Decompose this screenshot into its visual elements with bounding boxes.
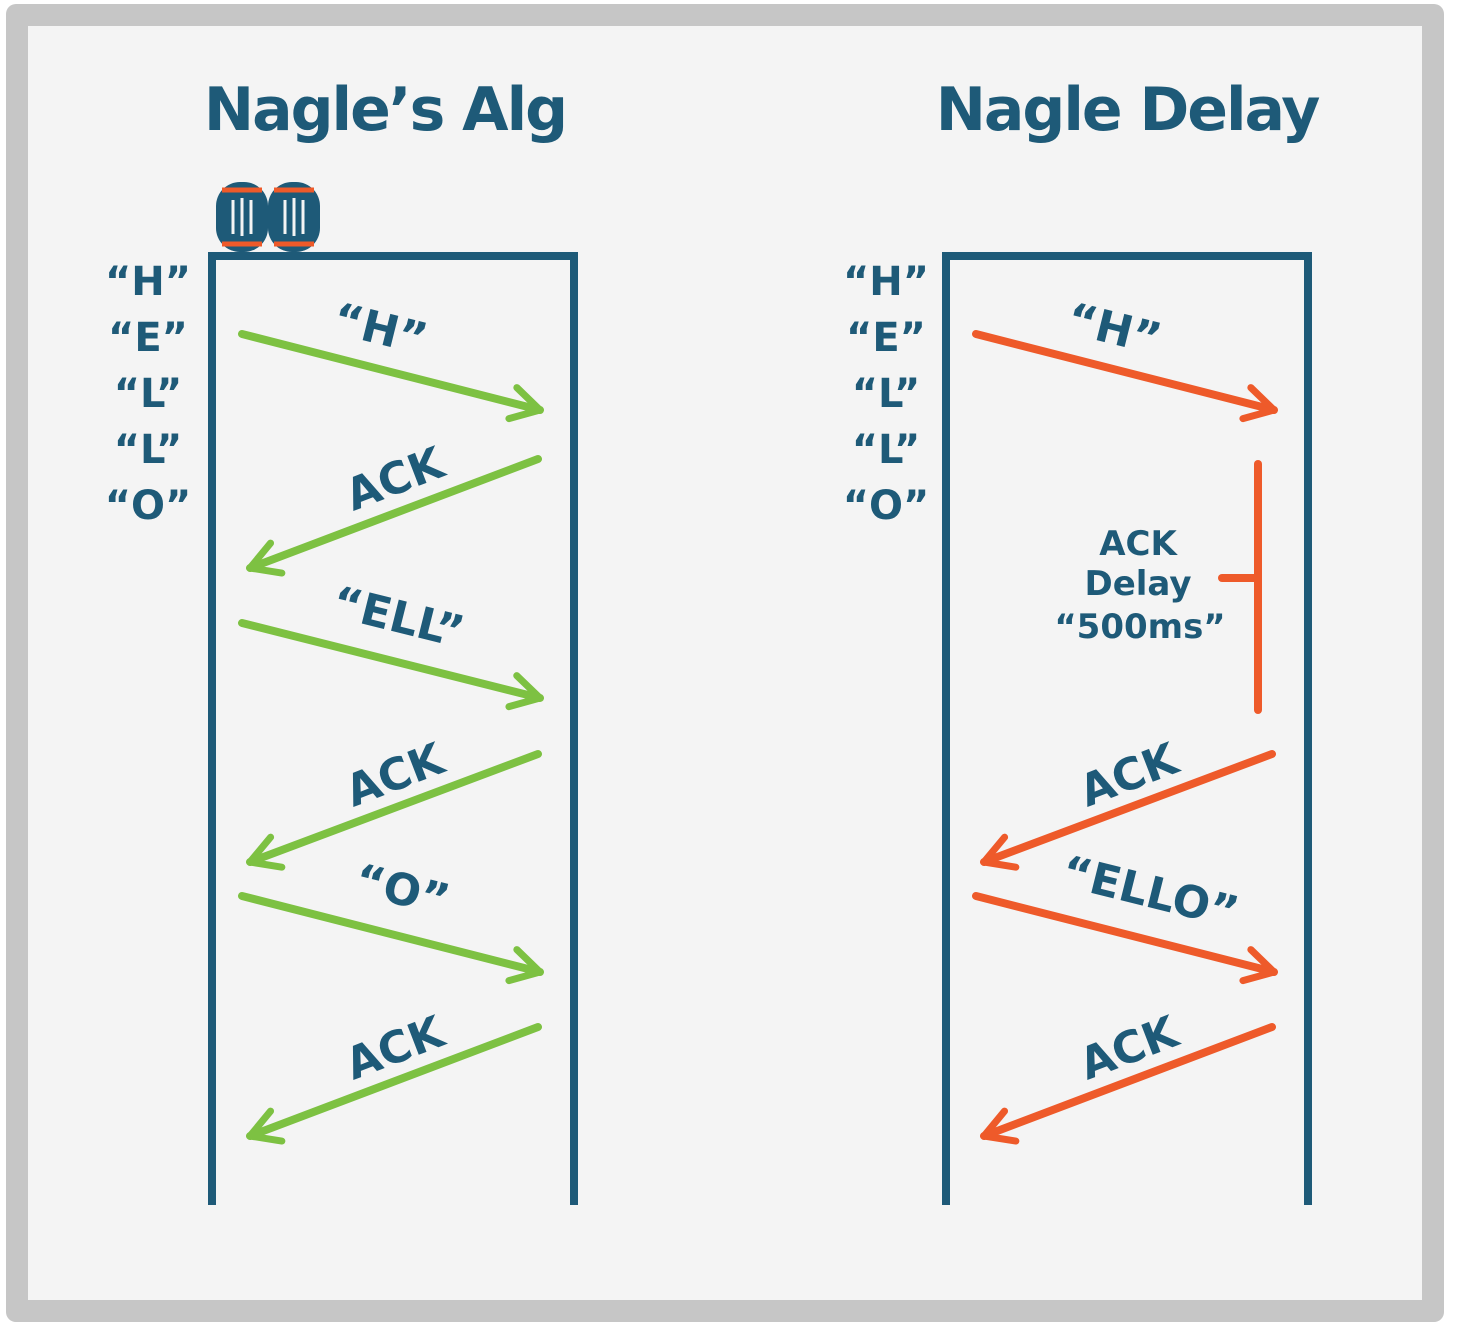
ack-delay-bracket — [1218, 460, 1262, 714]
delay-label-line-1: ACK — [1099, 524, 1178, 564]
left-arrow-o — [238, 892, 544, 985]
right-char-e: “E” — [846, 315, 926, 361]
left-label-o: “O” — [350, 854, 455, 927]
right-char-l2: “L” — [852, 427, 920, 473]
right-char-o: “O” — [843, 483, 930, 529]
left-char-l1: “L” — [114, 371, 182, 417]
left-arrow-h — [238, 330, 544, 423]
left-title: Nagle’s Alg — [204, 75, 566, 145]
left-arrow-ack-3 — [246, 1023, 542, 1145]
delay-label-line-3: “500ms” — [1054, 607, 1225, 647]
delay-label-line-2: Delay — [1085, 564, 1192, 604]
right-label-h: “H” — [1062, 293, 1166, 365]
left-char-h: “H” — [105, 259, 191, 305]
barrel-icon — [216, 182, 268, 252]
right-connection-box — [942, 252, 1312, 1205]
right-arrow-h — [972, 330, 1278, 423]
barrel-icon — [268, 182, 320, 252]
right-char-h: “H” — [843, 259, 929, 305]
barrels-icon — [216, 182, 320, 252]
right-arrow-ello — [972, 892, 1278, 985]
left-connection-box — [208, 252, 578, 1205]
left-arrow-ell — [238, 619, 544, 711]
left-label-h: “H” — [328, 293, 432, 365]
right-arrow-ack-1 — [980, 750, 1276, 871]
left-char-e: “E” — [108, 315, 188, 361]
right-char-l1: “L” — [852, 371, 920, 417]
right-arrow-ack-2 — [980, 1023, 1276, 1145]
left-char-l2: “L” — [114, 427, 182, 473]
left-arrow-ack-1 — [246, 455, 542, 577]
right-title: Nagle Delay — [936, 75, 1321, 145]
left-char-o: “O” — [105, 483, 192, 529]
left-arrow-ack-2 — [246, 750, 542, 871]
